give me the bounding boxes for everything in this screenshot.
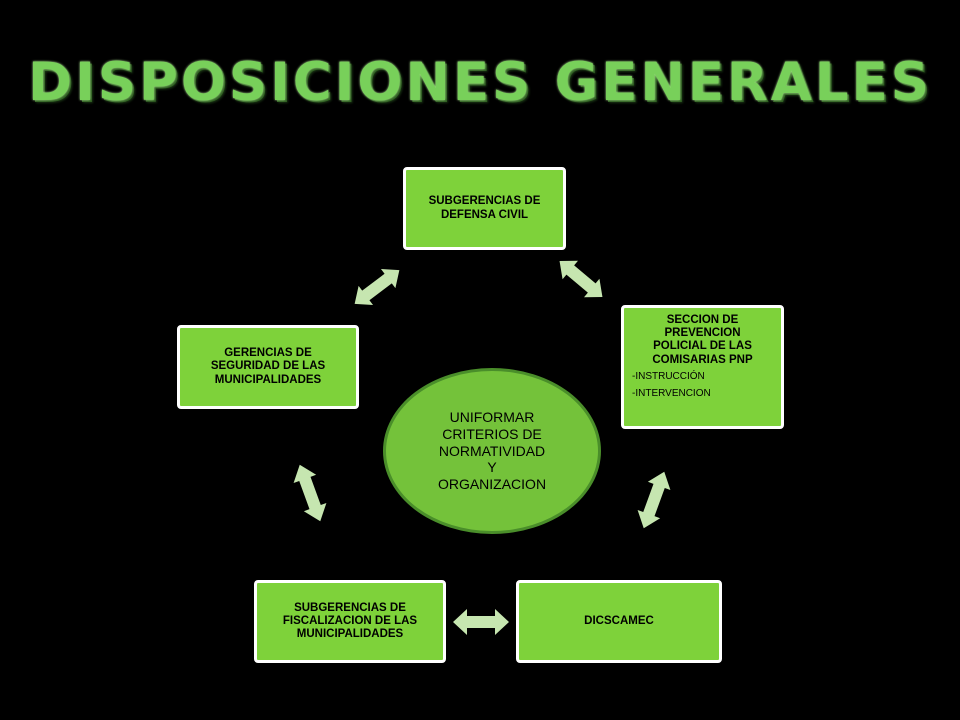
node-item-intervencion: -INTERVENCION: [632, 388, 711, 400]
arrow-defensa-prevencion[interactable]: [552, 252, 610, 306]
node-label: GERENCIAS DE: [224, 347, 312, 360]
node-label: PREVENCION: [664, 327, 741, 340]
node-label: SEGURIDAD DE LAS: [210, 360, 326, 373]
arrow-seguridad-defensa[interactable]: [347, 261, 406, 314]
center-label: Y: [487, 459, 497, 476]
node-label: DICSCAMEC: [584, 614, 654, 627]
node-label: FISCALIZACION DE LAS: [282, 614, 418, 627]
center-label: CRITERIOS DE: [442, 425, 542, 442]
node-dicscamec[interactable]: DICSCAMEC: [516, 580, 722, 663]
node-defensa-civil[interactable]: SUBGERENCIAS DE DEFENSA CIVIL: [403, 167, 566, 250]
node-label: COMISARIAS PNP: [652, 353, 753, 366]
node-label: SUBGERENCIAS DE: [294, 601, 406, 614]
center-label: NORMATIVIDAD: [438, 442, 546, 459]
arrow-dicscamec-fiscalizacion[interactable]: [453, 609, 509, 635]
node-label: POLICIAL DE LAS: [653, 340, 752, 353]
arrow-prevencion-dicscamec[interactable]: [632, 468, 675, 533]
center-ellipse[interactable]: UNIFORMAR CRITERIOS DE NORMATIVIDAD Y OR…: [383, 368, 601, 534]
node-item-instruccion: -INSTRUCCIÓN: [632, 370, 705, 382]
slide-title: DISPOSICIONES GENERALES: [28, 52, 932, 113]
node-prevencion-policial[interactable]: SECCION DE PREVENCION POLICIAL DE LAS CO…: [621, 305, 784, 429]
node-label: DEFENSA CIVIL: [440, 208, 529, 221]
node-label: MUNICIPALIDADES: [214, 373, 322, 386]
node-label: SECCION DE: [666, 314, 739, 326]
arrow-fiscalizacion-seguridad[interactable]: [288, 461, 331, 526]
node-seguridad[interactable]: GERENCIAS DE SEGURIDAD DE LAS MUNICIPALI…: [177, 325, 359, 409]
center-label: ORGANIZACION: [437, 476, 547, 493]
node-label: SUBGERENCIAS DE: [428, 195, 541, 208]
center-label: UNIFORMAR: [449, 409, 535, 425]
node-fiscalizacion[interactable]: SUBGERENCIAS DE FISCALIZACION DE LAS MUN…: [254, 580, 446, 663]
node-label: MUNICIPALIDADES: [296, 628, 404, 641]
